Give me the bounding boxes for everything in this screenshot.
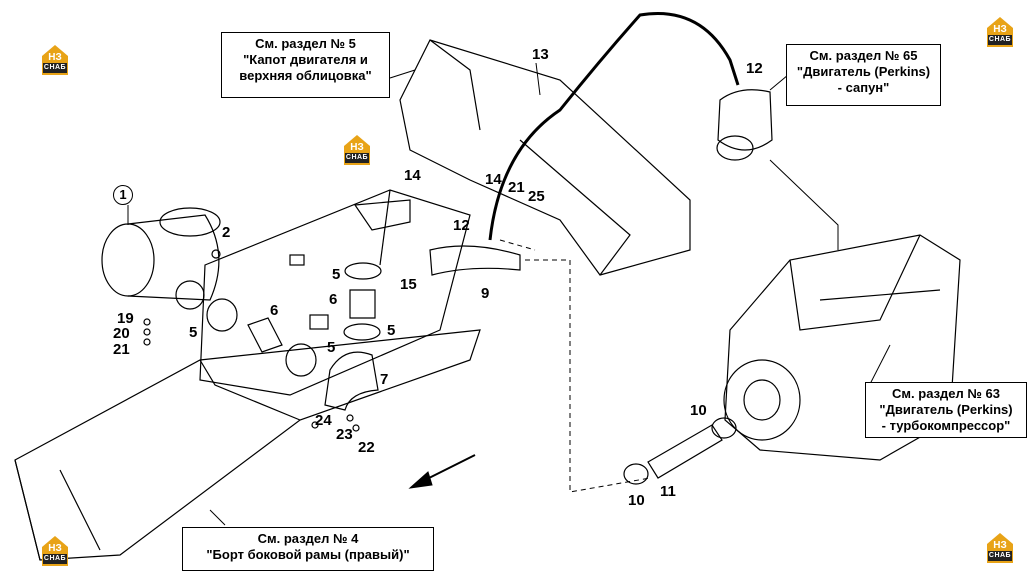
watermark-logo: НЗ СНАБ — [340, 132, 374, 166]
part-number-5c: 5 — [387, 322, 396, 339]
part-number-12b: 12 — [453, 217, 470, 234]
part-number-25: 25 — [528, 188, 545, 205]
part-number-11: 11 — [660, 483, 676, 500]
logo-text: СНАБ — [43, 64, 67, 71]
part-number-13: 13 — [532, 46, 549, 63]
watermark-logo: НЗ СНАБ — [983, 530, 1017, 564]
part-number-14b: 14 — [485, 171, 502, 188]
part-number-6b: 6 — [329, 291, 338, 308]
part-number-1: 1 — [113, 185, 133, 205]
logo-text: СНАБ — [345, 154, 369, 161]
air-filter-body — [101, 223, 155, 297]
part-number-5a: 5 — [189, 324, 198, 341]
part-number-23: 23 — [336, 426, 353, 443]
side-frame-panel — [14, 329, 481, 561]
callout-hood-line3: верхняя облицовка" — [239, 68, 372, 83]
watermark-logo: НЗ СНАБ — [38, 42, 72, 76]
clamp-5d — [285, 343, 317, 377]
part-number-21a: 21 — [113, 341, 130, 358]
part-number-14a: 14 — [404, 167, 421, 184]
logo-text: СНАБ — [988, 552, 1012, 559]
logo-text: СНАБ — [43, 555, 67, 562]
callout-turbo-line1: См. раздел № 63 — [892, 386, 1000, 401]
callout-breather-line2: "Двигатель (Perkins) — [796, 64, 931, 79]
callout-turbo: См. раздел № 63 "Двигатель (Perkins) - т… — [865, 382, 1027, 438]
part-number-5b: 5 — [332, 266, 341, 283]
logo-mono: НЗ — [993, 540, 1007, 551]
logo-text: СНАБ — [988, 36, 1012, 43]
hood-panel — [399, 39, 691, 276]
clamp-5c — [343, 323, 381, 341]
part-number-10a: 10 — [690, 402, 707, 419]
part-number-6a: 6 — [270, 302, 279, 319]
clamp-5b — [344, 262, 382, 280]
hose-9 — [429, 245, 521, 276]
logo-mono: НЗ — [350, 142, 364, 153]
callout-turbo-line3: - турбокомпрессор" — [881, 418, 1011, 433]
part-number-22: 22 — [358, 439, 375, 456]
part-number-15: 15 — [400, 276, 417, 293]
part-number-7: 7 — [380, 371, 389, 388]
callout-frame-line2: "Борт боковой рамы (правый)" — [206, 547, 410, 562]
breather-12 — [717, 89, 773, 151]
clamp-10a — [711, 417, 737, 439]
air-filter-cap — [159, 207, 221, 237]
dashed-link-intake — [525, 259, 651, 493]
callout-breather: См. раздел № 65 "Двигатель (Perkins) - с… — [786, 44, 941, 106]
clamp-10b — [623, 463, 649, 485]
watermark-logo: НЗ СНАБ — [983, 14, 1017, 48]
part-number-20: 20 — [113, 325, 130, 342]
hose-6a — [247, 317, 283, 353]
direction-arrow — [408, 454, 476, 489]
elbow-7 — [324, 351, 379, 411]
logo-mono: НЗ — [993, 24, 1007, 35]
logo-mono: НЗ — [48, 52, 62, 63]
part-number-12a: 12 — [746, 60, 763, 77]
part-number-21b: 21 — [508, 179, 525, 196]
intake-pipe-15 — [353, 199, 411, 231]
callout-hood-line1: См. раздел № 5 — [255, 36, 356, 51]
hose-6b — [349, 289, 376, 319]
callout-turbo-line2: "Двигатель (Perkins) — [879, 402, 1013, 417]
clamp-5a — [206, 298, 238, 332]
callout-breather-line1: См. раздел № 65 — [809, 48, 918, 63]
callout-frame-line1: См. раздел № 4 — [257, 531, 359, 546]
callout-breather-line3: - сапун" — [837, 80, 890, 95]
part-number-10b: 10 — [628, 492, 645, 509]
part-number-24: 24 — [315, 412, 332, 429]
part-number-5d: 5 — [327, 339, 336, 356]
part-number-9: 9 — [481, 285, 490, 302]
callout-hood: См. раздел № 5 "Капот двигателя и верхня… — [221, 32, 390, 98]
intake-hose-11 — [647, 424, 723, 479]
watermark-logo: НЗ СНАБ — [38, 533, 72, 567]
callout-hood-line2: "Капот двигателя и — [243, 52, 368, 67]
breather-hose-13 — [488, 12, 740, 241]
part-number-2: 2 — [222, 224, 231, 241]
part-number-19: 19 — [117, 310, 134, 327]
logo-mono: НЗ — [48, 543, 62, 554]
callout-frame: См. раздел № 4 "Борт боковой рамы (правы… — [182, 527, 434, 571]
